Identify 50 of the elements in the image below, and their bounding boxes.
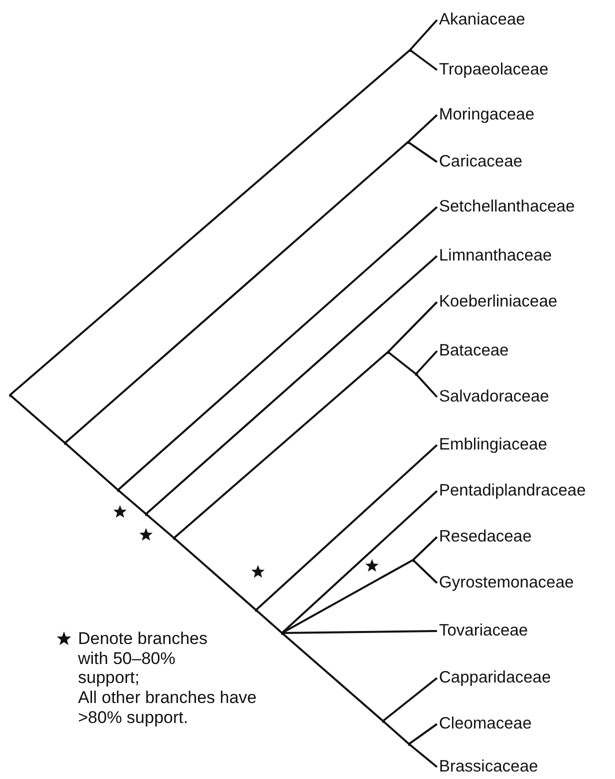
- tree-branch: [117, 206, 438, 491]
- taxon-label: Pentadiplandraceae: [437, 482, 586, 500]
- tree-branch: [255, 444, 438, 611]
- tree-branch: [9, 394, 66, 444]
- tree-branch: [409, 49, 438, 71]
- taxon-label: Emblingiaceae: [437, 436, 548, 454]
- taxon-label: Bataceae: [437, 342, 509, 360]
- taxon-label: Setchellanthaceae: [437, 198, 575, 216]
- taxon-label: Caricaceae: [437, 152, 522, 172]
- branch-node: [8, 394, 12, 396]
- tree-branch: [382, 720, 410, 745]
- tree-branch: [387, 301, 438, 353]
- tree-branch: [281, 632, 384, 722]
- tree-branch: [407, 141, 438, 163]
- tree-branch: [145, 255, 438, 515]
- taxon-label: Resedaceae: [437, 528, 532, 546]
- tree-branch: [117, 489, 147, 515]
- taxon-label: Moringaceae: [437, 106, 534, 124]
- tree-branch: [281, 490, 438, 634]
- taxon-label: Capparidaceae: [437, 668, 551, 688]
- taxon-label: Cleomaceae: [437, 714, 532, 734]
- tree-branch: [282, 630, 438, 634]
- tree-branch: [64, 442, 119, 491]
- taxon-label: Gyrostemonaceae: [437, 574, 574, 592]
- taxon-label: Limnanthaceae: [437, 246, 552, 266]
- tree-branch: [387, 351, 417, 375]
- taxon-label: Brassicaceae: [437, 758, 538, 776]
- tree-branch: [415, 350, 438, 375]
- tree-branch: [412, 536, 438, 561]
- tree-branch: [255, 609, 283, 634]
- note-text: All other branches have >80% support.: [78, 688, 258, 727]
- tree-branch: [415, 373, 438, 398]
- tree-branch: [412, 559, 438, 584]
- tree-branch: [173, 351, 389, 539]
- taxon-label: Tovariaceae: [437, 622, 528, 640]
- legend-text: Denote branches with 50–80% support;: [78, 629, 208, 688]
- tree-branch: [407, 114, 438, 143]
- tree-branch: [408, 723, 438, 745]
- tree-branch: [408, 743, 438, 768]
- tree-branch: [282, 559, 414, 634]
- taxon-label: Salvadoraceae: [437, 388, 550, 406]
- taxon-label: Tropaeolaceae: [437, 60, 548, 80]
- tree-branch: [173, 537, 257, 611]
- tree-branch: [145, 513, 175, 539]
- taxon-label: Akaniaceae: [437, 10, 526, 30]
- tree-branch: [64, 141, 409, 444]
- taxon-label: Koeberliniaceae: [437, 292, 558, 312]
- tree-branch: [382, 677, 438, 722]
- tree-branch: [9, 49, 411, 396]
- tree-branch: [409, 19, 438, 51]
